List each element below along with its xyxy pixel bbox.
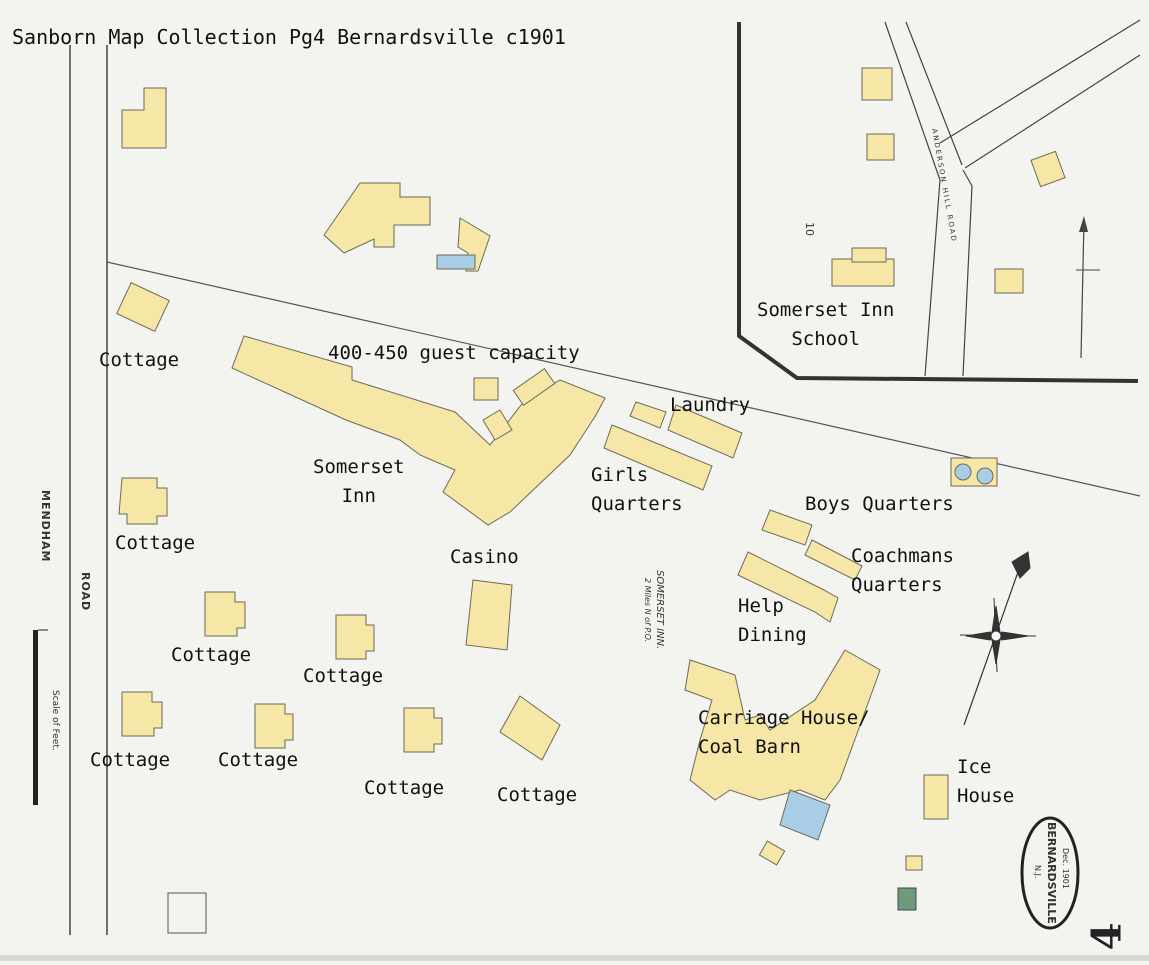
- label-cottage: Cottage: [90, 749, 171, 771]
- boys-quarters-building: [761, 509, 813, 546]
- label-cottage: Cottage: [497, 784, 578, 806]
- school-building: [831, 258, 895, 287]
- label-coachmans-quarters: Coachmans Quarters: [851, 545, 954, 596]
- stamp-town: BERNARDSVILLE: [1045, 822, 1058, 924]
- label-cottage: Cottage: [115, 532, 196, 554]
- inset-building: [866, 133, 895, 161]
- coachmans-building: [804, 539, 863, 581]
- label-casino: Casino: [450, 546, 519, 568]
- masonry-building: [779, 789, 831, 841]
- somerset-inn-building: [231, 335, 606, 526]
- cottage-building: [335, 614, 375, 660]
- property-line: [106, 261, 1141, 497]
- road-label-road: ROAD: [79, 572, 92, 612]
- mendham-road: [69, 45, 108, 935]
- map-note-sub: 2 Miles N of P.O.: [643, 578, 652, 643]
- label-capacity: 400-450 guest capacity: [328, 342, 580, 364]
- inn-wing: [482, 409, 513, 441]
- cottage-building: [121, 87, 167, 149]
- label-somerset-inn: Somerset Inn: [313, 456, 405, 507]
- page-number: 4: [1083, 922, 1131, 951]
- cottage-building: [403, 707, 443, 753]
- masonry-building: [436, 254, 476, 270]
- inset-number: 10: [803, 222, 816, 236]
- building: [457, 217, 491, 272]
- cottage-building: [204, 591, 246, 637]
- carriage-house-building: [684, 649, 881, 801]
- compass-rose: [959, 551, 1037, 726]
- stamp-state: N.J.: [1033, 865, 1042, 879]
- laundry-annex: [629, 401, 667, 429]
- stamp: [1020, 816, 1080, 930]
- label-carriage-house: Carriage House/ Coal Barn: [698, 707, 870, 758]
- green-building: [897, 887, 917, 911]
- index-box: [167, 892, 207, 934]
- label-school: Somerset Inn School: [757, 299, 895, 350]
- label-cottage: Cottage: [171, 644, 252, 666]
- inset-building: [861, 67, 893, 101]
- girls-quarters-building: [603, 424, 713, 491]
- stamp-date: Dec. 1901: [1061, 848, 1070, 889]
- cottage-building: [118, 477, 168, 525]
- label-cottage: Cottage: [218, 749, 299, 771]
- label-laundry: Laundry: [670, 394, 751, 416]
- label-boys-quarters: Boys Quarters: [805, 493, 954, 515]
- map-note-title: SOMERSET INN.: [654, 570, 665, 650]
- ice-house-building: [923, 774, 949, 820]
- label-cottage: Cottage: [99, 349, 180, 371]
- school-inset-frame: [737, 19, 1141, 383]
- cottage-building: [116, 282, 170, 332]
- inset-building: [994, 268, 1024, 294]
- inset-building: [1030, 150, 1066, 188]
- cottage-building: [254, 703, 294, 749]
- map-title: Sanborn Map Collection Pg4 Bernardsville…: [12, 25, 566, 49]
- laundry-building: [667, 404, 743, 459]
- label-help-dining: Help Dining: [738, 595, 807, 646]
- label-cottage: Cottage: [303, 665, 384, 687]
- cottage-building: [121, 691, 163, 737]
- scale-label: Scale of Feet.: [50, 690, 60, 751]
- casino-building: [465, 579, 513, 651]
- label-girls-quarters: Girls Quarters: [591, 464, 683, 515]
- help-dining-building: [737, 551, 839, 623]
- small-building: [512, 368, 556, 406]
- small-building: [905, 855, 923, 871]
- small-building: [758, 840, 786, 866]
- label-cottage: Cottage: [364, 777, 445, 799]
- cottage-building: [499, 695, 561, 761]
- road-label-mendham: MENDHAM: [39, 490, 52, 563]
- tanks: [950, 457, 998, 487]
- building: [323, 182, 431, 254]
- small-building: [473, 377, 499, 401]
- school-building: [851, 247, 887, 263]
- label-ice-house: Ice House: [957, 756, 1015, 807]
- scale-bar: [33, 629, 48, 805]
